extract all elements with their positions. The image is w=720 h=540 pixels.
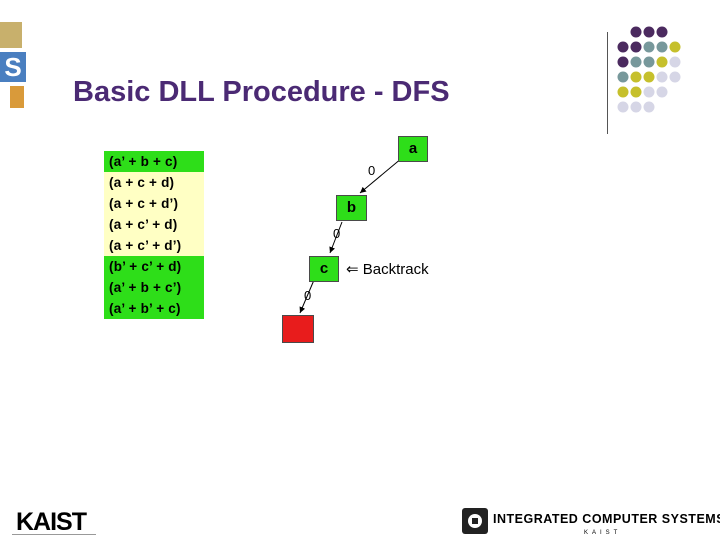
backtrack-label: Backtrack [362, 261, 429, 278]
edge-b-c [329, 221, 343, 254]
lab-sub-label: KAIST [584, 530, 622, 536]
decorative-dot [656, 56, 668, 68]
clause-5: (a + c’ + d’) [104, 235, 204, 256]
decorative-dot [630, 26, 642, 38]
decorative-dot [617, 71, 629, 83]
decorative-dot [643, 41, 655, 53]
clause-1: (a’ + b + c) [104, 151, 204, 172]
clause-list: (a’ + b + c) (a + c + d) (a + c + d’) (a… [104, 151, 204, 319]
decorative-dot [617, 56, 629, 68]
lab-name-text: Integrated Computer Systems Lab [493, 512, 720, 526]
lab-name: Integrated Computer Systems Lab [493, 512, 720, 526]
decorative-dot [617, 86, 629, 98]
node-c: c [309, 256, 339, 282]
decorative-dot [630, 41, 642, 53]
clause-3: (a + c + d’) [104, 193, 204, 214]
clause-8: (a’ + b’ + c) [104, 298, 204, 319]
decorative-dot [643, 71, 655, 83]
slide-title: Basic DLL Procedure - DFS [73, 76, 450, 108]
decorative-dot [643, 86, 655, 98]
clause-2: (a + c + d) [104, 172, 204, 193]
clause-4: (a + c’ + d) [104, 214, 204, 235]
backtrack-arrow-icon: ⇐ [346, 261, 359, 278]
decorative-dots [617, 26, 681, 113]
backtrack-annotation: ⇐ Backtrack [346, 260, 429, 278]
conflict-node [282, 315, 314, 343]
clause-7: (a’ + b + c’) [104, 277, 204, 298]
decorative-dot [617, 41, 629, 53]
edge-c-conflict [299, 279, 315, 314]
decorative-dot [630, 86, 642, 98]
kaist-underline [12, 534, 96, 535]
edge-label-a-b: 0 [368, 163, 376, 178]
header-divider [607, 32, 608, 134]
decorative-dot [669, 41, 681, 53]
node-a: a [398, 136, 428, 162]
decorative-dot [643, 101, 655, 113]
decorative-dot [630, 71, 642, 83]
decorative-dot [630, 56, 642, 68]
decorative-dot [656, 71, 668, 83]
edge-a-b [359, 157, 403, 194]
decorative-dot [630, 101, 642, 113]
decorative-dot [617, 101, 629, 113]
lab-logo-icon [462, 508, 488, 534]
corner-logo: S [0, 22, 30, 112]
clause-6: (b’ + c’ + d) [104, 256, 204, 277]
decorative-dot [656, 86, 668, 98]
decorative-dot [643, 26, 655, 38]
edge-label-b-c: 0 [333, 226, 341, 241]
decorative-dot [643, 56, 655, 68]
node-b: b [336, 195, 367, 221]
edge-label-c-conflict: 0 [304, 288, 312, 303]
kaist-logo: KAIST [16, 508, 87, 536]
decorative-dot [669, 56, 681, 68]
decorative-dot [656, 26, 668, 38]
decorative-dot [656, 41, 668, 53]
decorative-dot [669, 71, 681, 83]
